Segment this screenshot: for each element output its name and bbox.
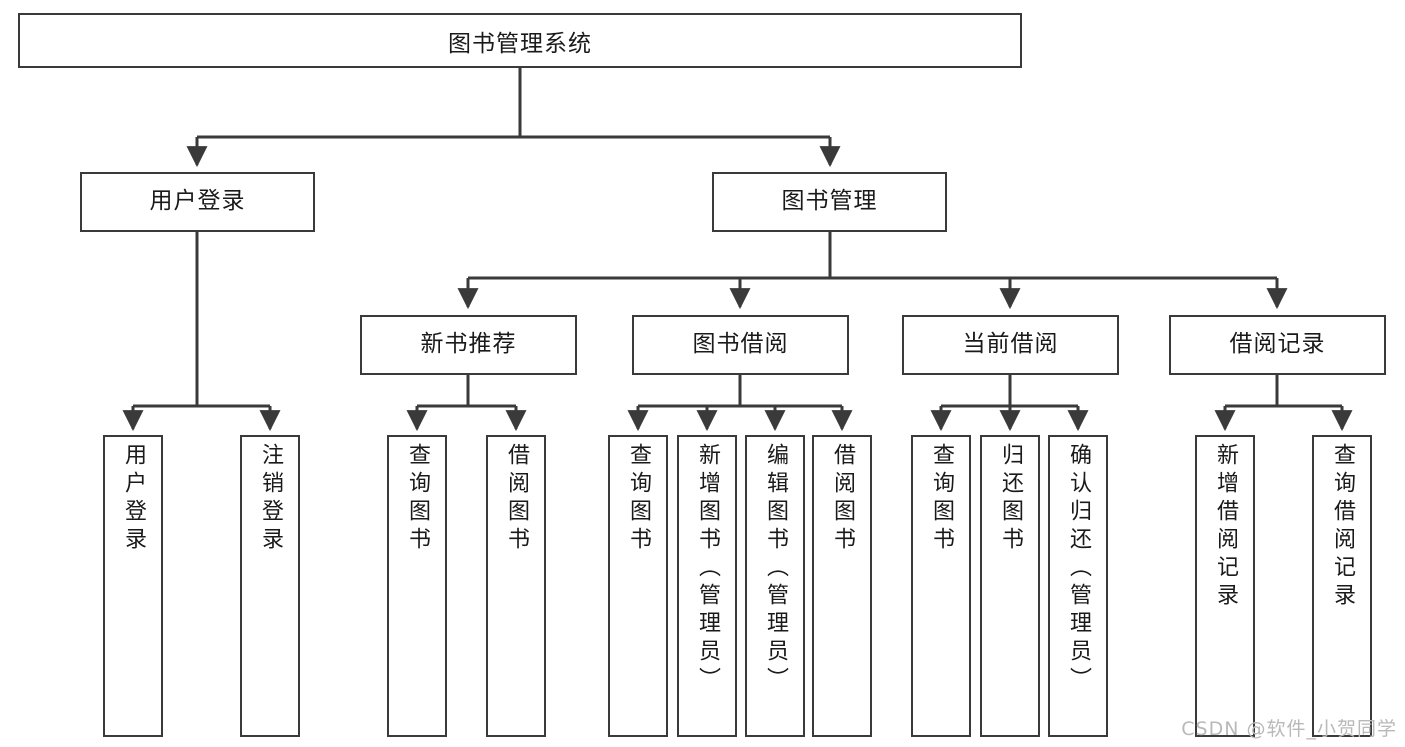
node-root-label: 图书管理系统: [448, 30, 592, 57]
node-leaf-borrow-book-1[interactable]: 借阅图书: [486, 435, 546, 737]
node-leaf-confirm-return-label: 确认归还（管理员）: [1066, 443, 1091, 695]
node-leaf-borrow-book-2-label: 借阅图书: [830, 443, 855, 555]
node-new-book-recommend-label: 新书推荐: [420, 331, 517, 358]
node-leaf-add-record-label: 新增借阅记录: [1213, 443, 1238, 611]
node-leaf-add-book-label: 新增图书（管理员）: [695, 443, 720, 695]
node-borrow-record[interactable]: 借阅记录: [1169, 315, 1386, 375]
node-user-login[interactable]: 用户登录: [80, 172, 315, 232]
node-leaf-query-record-label: 查询借阅记录: [1330, 443, 1355, 611]
node-user-login-label: 用户登录: [149, 188, 246, 215]
node-leaf-query-book-3-label: 查询图书: [929, 443, 954, 555]
node-book-manage[interactable]: 图书管理: [712, 172, 947, 232]
node-leaf-query-book-1[interactable]: 查询图书: [387, 435, 447, 737]
node-leaf-query-book-1-label: 查询图书: [405, 443, 430, 555]
node-book-manage-label: 图书管理: [781, 188, 878, 215]
node-leaf-add-book[interactable]: 新增图书（管理员）: [677, 435, 737, 737]
node-borrow-record-label: 借阅记录: [1229, 331, 1326, 358]
node-new-book-recommend[interactable]: 新书推荐: [360, 315, 577, 375]
node-leaf-return-book[interactable]: 归还图书: [980, 435, 1040, 737]
node-current-borrow[interactable]: 当前借阅: [902, 315, 1119, 375]
node-leaf-edit-book-label: 编辑图书（管理员）: [763, 443, 788, 695]
node-leaf-confirm-return[interactable]: 确认归还（管理员）: [1048, 435, 1108, 737]
node-root[interactable]: 图书管理系统: [18, 13, 1022, 68]
node-leaf-borrow-book-1-label: 借阅图书: [504, 443, 529, 555]
node-leaf-query-record[interactable]: 查询借阅记录: [1312, 435, 1372, 737]
node-leaf-borrow-book-2[interactable]: 借阅图书: [812, 435, 872, 737]
node-leaf-user-login-label: 用户登录: [121, 443, 146, 555]
node-leaf-query-book-2[interactable]: 查询图书: [608, 435, 668, 737]
node-leaf-add-record[interactable]: 新增借阅记录: [1195, 435, 1255, 737]
node-leaf-user-logout-label: 注销登录: [258, 443, 283, 555]
node-book-borrow-label: 图书借阅: [692, 331, 789, 358]
node-leaf-edit-book[interactable]: 编辑图书（管理员）: [745, 435, 805, 737]
node-book-borrow[interactable]: 图书借阅: [632, 315, 849, 375]
node-leaf-return-book-label: 归还图书: [998, 443, 1023, 555]
node-leaf-user-logout[interactable]: 注销登录: [240, 435, 300, 737]
node-leaf-query-book-3[interactable]: 查询图书: [911, 435, 971, 737]
node-leaf-user-login[interactable]: 用户登录: [103, 435, 163, 737]
node-current-borrow-label: 当前借阅: [962, 331, 1059, 358]
node-leaf-query-book-2-label: 查询图书: [626, 443, 651, 555]
